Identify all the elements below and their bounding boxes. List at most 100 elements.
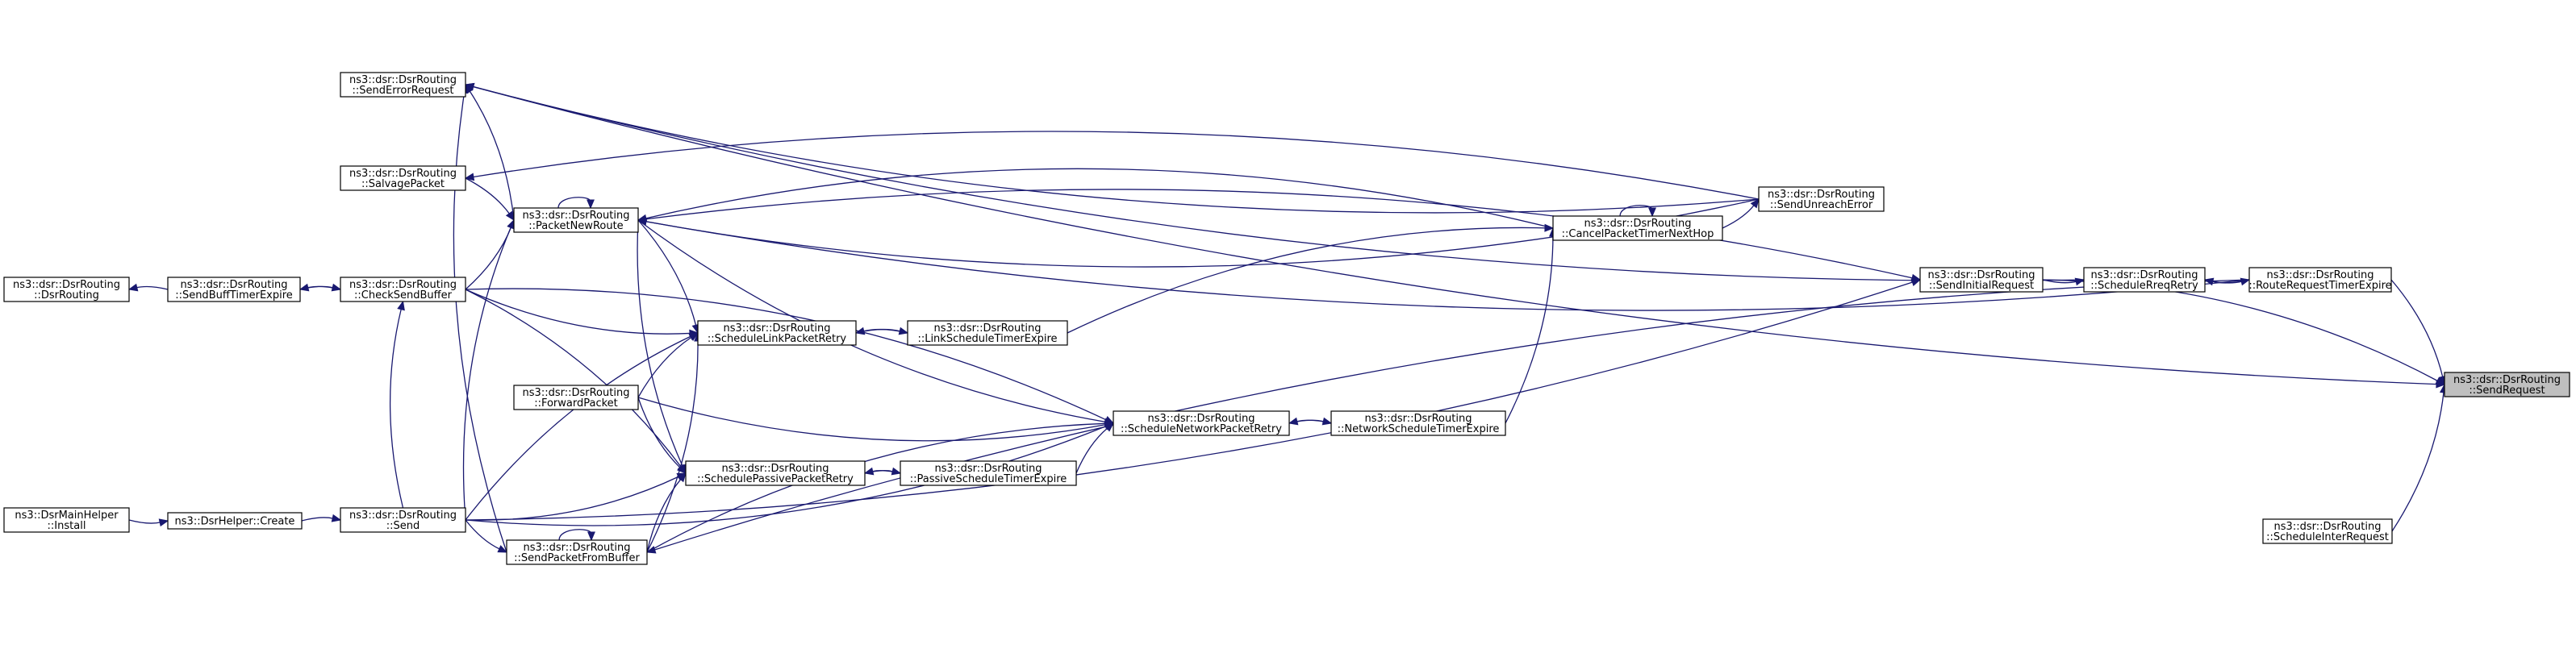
call-edge-dsrMainHelperInstall-to-dsrHelperCreate [128,518,169,527]
node-scheduleNetworkPacketRetry[interactable]: ns3::dsr::DsrRouting::ScheduleNetworkPac… [1113,410,1290,436]
arrowhead [464,173,475,181]
node-box [697,320,857,346]
node-namespace-label: ns3::dsr::DsrRouting [13,279,120,291]
node-linkScheduleTimerExpire[interactable]: ns3::dsr::DsrRouting::LinkScheduleTimerE… [907,320,1068,346]
node-box [513,207,639,233]
arrowhead [505,210,515,222]
node-packetNewRoute[interactable]: ns3::dsr::DsrRouting::PacketNewRoute [513,207,639,233]
node-box [340,507,466,533]
node-box [1758,186,1885,212]
call-edge-send-to-packetNewRoute [462,218,515,521]
call-edge-sendUnreachError-to-salvagePacket [464,131,1760,200]
node-salvagePacket[interactable]: ns3::dsr::DsrRouting::SalvagePacket [340,165,466,191]
node-box [1330,410,1506,436]
node-cancelPacketTimerNextHop[interactable]: ns3::dsr::DsrRouting::CancelPacketTimerN… [1552,215,1723,241]
arrowhead [158,518,169,527]
node-send[interactable]: ns3::dsr::DsrRouting::Send [340,507,466,533]
node-forwardPacket[interactable]: ns3::dsr::DsrRouting::ForwardPacket [513,385,639,410]
arrowhead [2074,277,2085,286]
call-edge-packetNewRoute-to-sendErrorRequest [465,83,515,221]
arrowhead [507,218,515,230]
node-box [340,165,466,191]
call-edge-sendInitialRequest-to-scheduleRreqRetry [2042,277,2085,286]
node-function-label: ::ScheduleInterRequest [2266,531,2389,543]
call-edge-routeRequestTimerExpire-to-packetNewRoute [637,217,2250,311]
node-namespace-label: ns3::dsr::DsrRouting [349,168,457,180]
node-box [2248,267,2392,293]
node-box [340,277,466,302]
node-checkSendBuffer[interactable]: ns3::dsr::DsrRouting::CheckSendBuffer [340,277,466,302]
node-namespace-label: ns3::dsr::DsrRouting [2091,269,2198,281]
call-edge-sendUnreachError-to-sendErrorRequest [464,82,1760,214]
node-dsrRoutingCtor[interactable]: ns3::dsr::DsrRouting::DsrRouting [3,277,130,302]
node-function-label: ::ScheduleNetworkPacketRetry [1121,423,1282,435]
node-namespace-label: ns3::dsr::DsrRouting [1928,269,2035,281]
node-box [513,385,639,410]
node-dsrHelperCreate[interactable]: ns3::DsrHelper::Create [167,512,303,530]
call-edge-sendPacketFromBuffer-to-sendErrorRequest [453,83,507,553]
call-edge-send-to-sendPacketFromBuffer [465,519,508,553]
node-sendInitialRequest[interactable]: ns3::dsr::DsrRouting::SendInitialRequest [1919,267,2044,293]
node-function-label: ::SendErrorRequest [353,85,454,97]
node-function-label: ::SendPacketFromBuffer [514,552,640,564]
node-box [1552,215,1723,241]
node-function-label: ::ScheduleRreqRetry [2090,280,2198,292]
call-edge-passiveScheduleTimerExpire-to-schedulePassivePacketRetry [863,467,901,476]
arrowhead [587,531,595,542]
arrowhead [1544,223,1555,232]
node-dsrMainHelperInstall[interactable]: ns3::DsrMainHelper::Install [3,507,130,533]
node-box [1919,267,2044,293]
call-edge-sendPacketFromBuffer-to-scheduleLinkPacketRetry [646,331,703,553]
node-box [685,460,866,486]
node-function-label: ::PacketNewRoute [528,220,623,232]
node-sendBuffTimerExpire[interactable]: ns3::dsr::DsrRouting::SendBuffTimerExpir… [167,277,301,302]
node-routeRequestTimerExpire[interactable]: ns3::dsr::DsrRouting::RouteRequestTimerE… [2248,267,2392,293]
node-scheduleInterRequest[interactable]: ns3::dsr::DsrRouting::ScheduleInterReque… [2262,518,2393,544]
node-function-label: ::Install [48,520,86,532]
call-edge-send-to-schedulePassivePacketRetry [465,472,687,521]
node-sendUnreachError[interactable]: ns3::dsr::DsrRouting::SendUnreachError [1758,186,1885,212]
node-schedulePassivePacketRetry[interactable]: ns3::dsr::DsrRouting::SchedulePassivePac… [685,460,866,486]
node-networkScheduleTimerExpire[interactable]: ns3::dsr::DsrRouting::NetworkScheduleTim… [1330,410,1506,436]
arrowhead [863,467,875,476]
call-edge-forwardPacket-to-schedulePassivePacketRetry [637,397,687,474]
node-box [2262,518,2393,544]
node-passiveScheduleTimerExpire[interactable]: ns3::dsr::DsrRouting::PassiveScheduleTim… [900,460,1077,486]
node-function-label: ::SendInitialRequest [1929,280,2034,292]
call-edge-packetNewRoute-to-packetNewRoute [557,197,595,210]
call-edge-packetNewRoute-to-scheduleLinkPacketRetry [637,219,700,335]
arrowhead [1910,278,1922,286]
node-namespace-label: ns3::DsrHelper::Create [175,516,295,528]
node-namespace-label: ns3::dsr::DsrRouting [722,463,829,475]
call-edge-send-to-scheduleLinkPacketRetry [465,332,699,521]
node-function-label: ::PassiveScheduleTimerExpire [910,473,1067,485]
call-edge-sendErrorRequest-to-sendRequest [465,84,2446,389]
node-function-label: ::CancelPacketTimerNextHop [1562,228,1714,240]
node-function-label: ::RouteRequestTimerExpire [2248,280,2391,292]
node-namespace-label: ns3::DsrMainHelper [15,510,119,522]
node-scheduleRreqRetry[interactable]: ns3::dsr::DsrRouting::ScheduleRreqRetry [2083,267,2206,293]
node-sendErrorRequest[interactable]: ns3::dsr::DsrRouting::SendErrorRequest [340,72,466,98]
node-namespace-label: ns3::dsr::DsrRouting [349,510,457,522]
node-box [2444,372,2570,397]
arrowhead [331,514,342,522]
node-sendPacketFromBuffer[interactable]: ns3::dsr::DsrRouting::SendPacketFromBuff… [506,539,648,565]
call-edge-cancelPacketTimerNextHop-to-sendUnreachError [1722,198,1760,229]
node-function-label: ::ForwardPacket [534,397,618,410]
node-namespace-label: ns3::dsr::DsrRouting [1148,413,1255,425]
node-namespace-label: ns3::dsr::DsrRouting [523,387,630,399]
node-box [1113,410,1290,436]
node-sendRequest[interactable]: ns3::dsr::DsrRouting::SendRequest [2444,372,2570,397]
call-edge-checkSendBuffer-to-packetNewRoute [465,218,515,290]
node-namespace-label: ns3::dsr::DsrRouting [2274,521,2382,533]
call-edge-send-to-checkSendBuffer [389,300,405,509]
node-function-label: ::SendUnreachError [1770,199,1873,211]
call-edge-send-to-sendInitialRequest [465,278,1922,521]
node-box [506,539,648,565]
node-namespace-label: ns3::dsr::DsrRouting [2453,374,2561,386]
node-function-label: ::Send [386,520,420,532]
node-scheduleLinkPacketRetry[interactable]: ns3::dsr::DsrRouting::ScheduleLinkPacket… [697,320,857,346]
node-function-label: ::SendRequest [2469,385,2545,397]
arrowhead [587,199,595,210]
call-edge-forwardPacket-to-scheduleLinkPacketRetry [637,332,699,398]
